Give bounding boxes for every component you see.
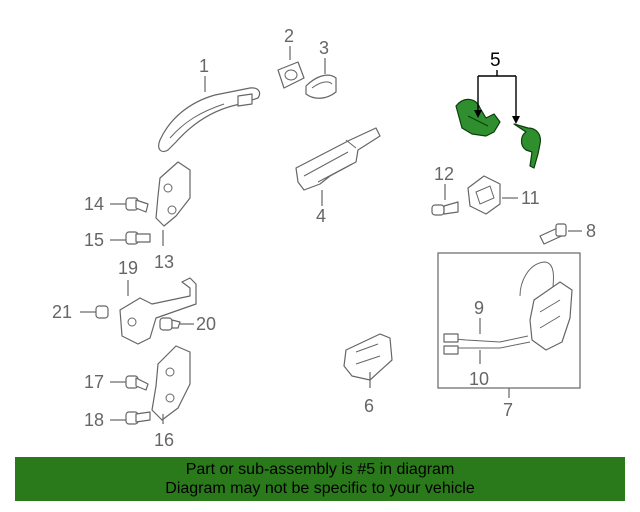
callout-15: 15 <box>84 230 104 250</box>
callout-7: 7 <box>503 400 513 420</box>
callout-4: 4 <box>316 206 326 226</box>
part-14-bolt[interactable] <box>125 197 149 213</box>
part-15-bolt[interactable] <box>125 231 151 245</box>
callout-5: 5 <box>490 50 501 71</box>
part-21-bolt[interactable] <box>95 305 109 319</box>
part-8-bolt[interactable] <box>539 223 567 245</box>
callout-11: 11 <box>521 188 540 208</box>
callout-16: 16 <box>154 430 174 450</box>
part-1-outside-handle[interactable] <box>158 87 261 153</box>
callout-13: 13 <box>154 252 174 272</box>
banner-line-2: Diagram may not be specific to your vehi… <box>165 480 475 497</box>
part-3-gasket[interactable] <box>305 74 337 99</box>
callout-8: 8 <box>586 221 596 241</box>
callout-3: 3 <box>319 38 329 58</box>
callout-21: 21 <box>52 302 72 322</box>
callout-2: 2 <box>284 26 294 46</box>
callout-9: 9 <box>474 298 484 318</box>
part-18-bolt[interactable] <box>125 411 151 425</box>
callout-6: 6 <box>364 396 374 416</box>
part-door-check[interactable] <box>119 277 197 345</box>
callout-19: 19 <box>118 258 138 278</box>
banner-line-1: Part or sub-assembly is #5 in diagram <box>185 461 455 478</box>
part-4-handle-bracket[interactable] <box>295 127 381 191</box>
part-20-bolt[interactable] <box>159 317 181 331</box>
callout-17: 17 <box>84 372 104 392</box>
part-info-banner: Part or sub-assembly is #5 in diagram Di… <box>15 457 625 501</box>
part-upper-hinge[interactable] <box>155 161 191 227</box>
part-lower-hinge[interactable] <box>151 345 191 421</box>
part-2-grommet[interactable] <box>277 61 305 89</box>
part-12-screw[interactable] <box>431 201 459 216</box>
callout-20: 20 <box>196 314 216 334</box>
part-6-latch-bracket[interactable] <box>343 333 393 381</box>
part-7-door-latch[interactable] <box>443 261 573 355</box>
part-5-key[interactable] <box>513 123 541 169</box>
callout-1: 1 <box>199 56 209 76</box>
part-11-striker[interactable] <box>467 175 501 215</box>
callout-12: 12 <box>434 164 454 184</box>
callout-18: 18 <box>84 410 104 430</box>
callout-14: 14 <box>84 194 104 214</box>
callout-10: 10 <box>469 369 489 389</box>
part-17-bolt[interactable] <box>125 375 149 391</box>
